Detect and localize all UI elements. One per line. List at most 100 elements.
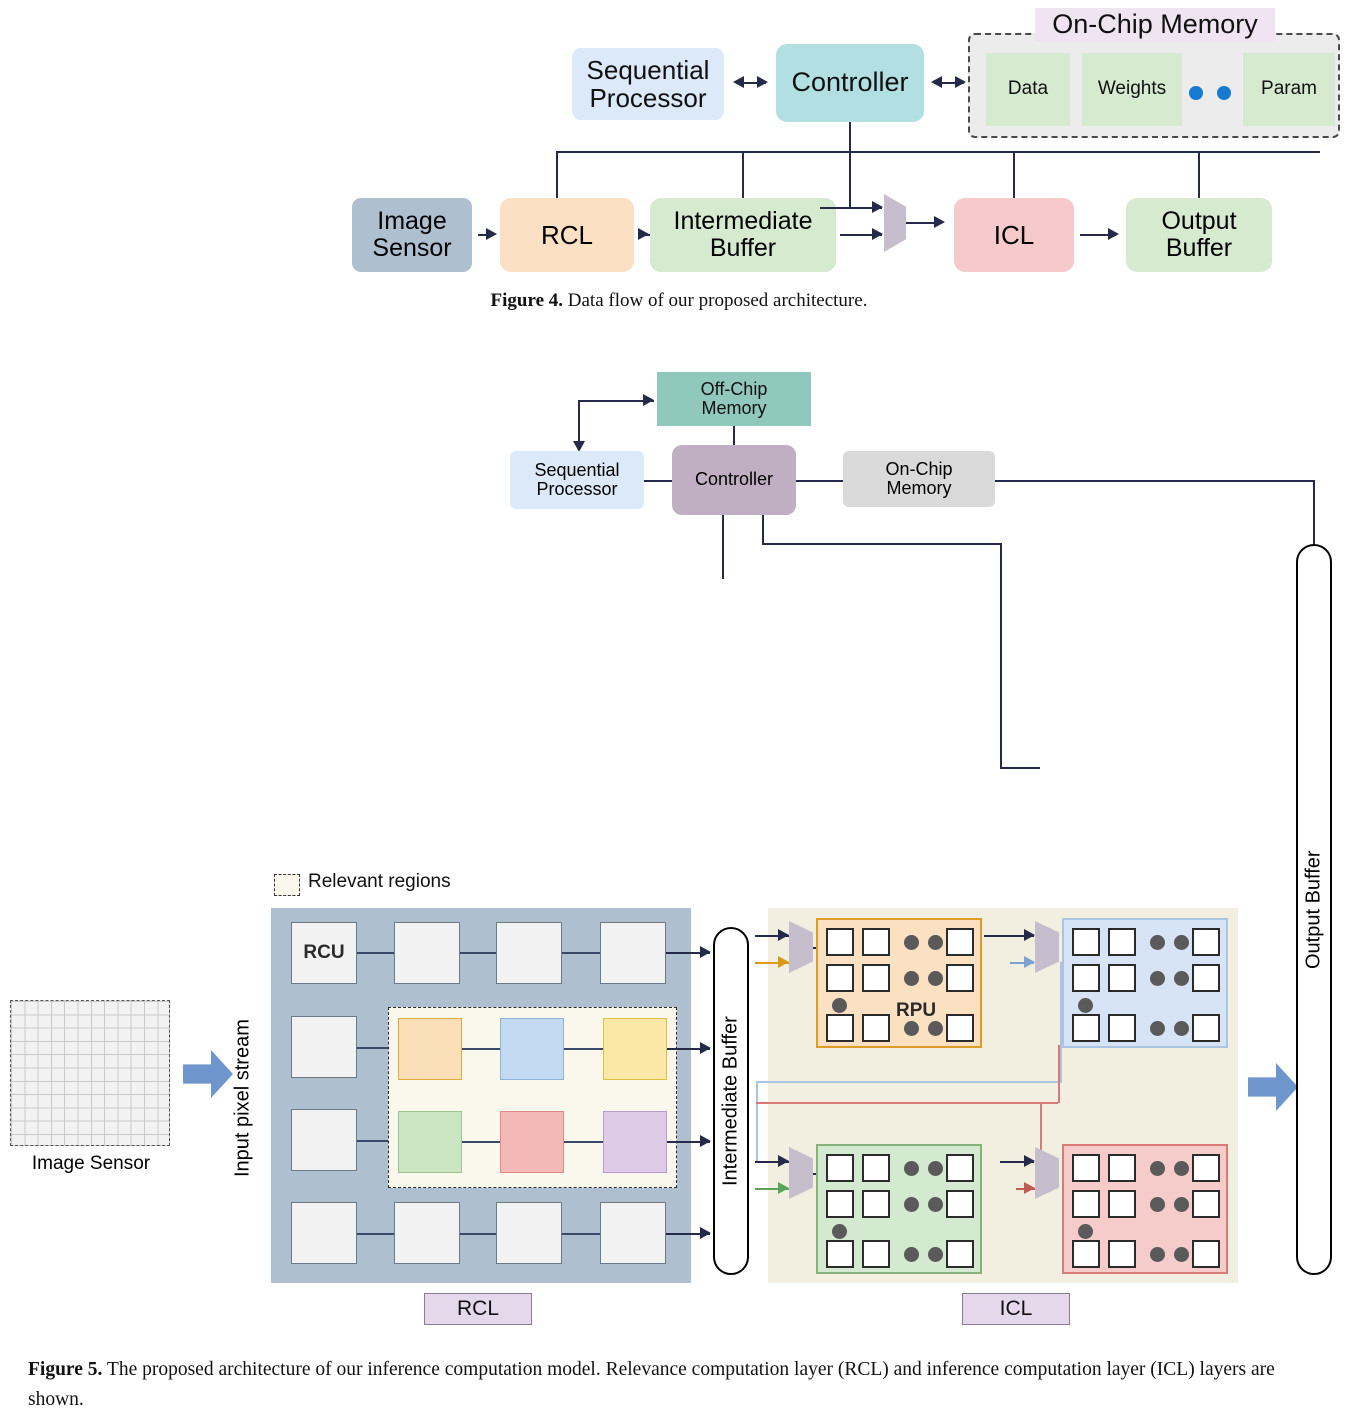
f5-on-chip-memory-block[interactable]: On-Chip Memory (843, 451, 995, 507)
f5-wire-seq-controller (644, 480, 672, 482)
pe-cell[interactable] (1072, 1240, 1100, 1268)
pe-cell[interactable] (1072, 1154, 1100, 1182)
pe-cell[interactable] (1108, 1190, 1136, 1218)
rcu-cell-r1c1[interactable]: RCU (291, 922, 357, 984)
f4-output-buffer-block[interactable]: Output Buffer (1126, 198, 1272, 272)
f4-icl-block[interactable]: ICL (954, 198, 1074, 272)
f5-wire-icl-bus-right (1000, 543, 1002, 769)
pe-cell[interactable] (1072, 964, 1100, 992)
pe-cell[interactable] (946, 1240, 974, 1268)
f5-wire-blue-mux2 (1010, 962, 1034, 964)
pe-cell[interactable] (826, 1240, 854, 1268)
pe-ellipsis-dot (1174, 1247, 1189, 1262)
f4-rcl-label: RCL (540, 219, 593, 250)
rcu-link-r4-3 (562, 1233, 600, 1235)
pe-cell[interactable] (1072, 1190, 1100, 1218)
rcu-cell-r4c3[interactable] (496, 1202, 562, 1264)
f4-memory-data[interactable]: Data (986, 53, 1070, 126)
pe-cell[interactable] (946, 1190, 974, 1218)
pe-cell[interactable] (862, 1154, 890, 1182)
relevant-cell-blue[interactable] (500, 1018, 564, 1080)
relevant-cell-purple[interactable] (603, 1111, 667, 1173)
rcu-cell-r1c2[interactable] (394, 922, 460, 984)
pe-cell[interactable] (862, 964, 890, 992)
f4-sequential-processor-block[interactable]: Sequential Processor (572, 48, 724, 120)
pe-ellipsis-dot (1150, 935, 1165, 950)
f5-off-chip-memory-label: Off-Chip Memory (700, 378, 768, 418)
f4-wire-buf-mux (840, 234, 882, 236)
pe-cell[interactable] (826, 1190, 854, 1218)
f5-arrowhead-mux4-top (1024, 1155, 1035, 1167)
tag-rcl: RCL (424, 1293, 532, 1325)
relevant-cell-yellow[interactable] (603, 1018, 667, 1080)
f4-wire-icl-out (1080, 234, 1116, 236)
rcu-cell-r4c1[interactable] (291, 1202, 357, 1264)
pe-cell[interactable] (1192, 964, 1220, 992)
pe-cell[interactable] (1192, 1190, 1220, 1218)
rcu-cell-r4c4[interactable] (600, 1202, 666, 1264)
pe-cell[interactable] (862, 1240, 890, 1268)
f4-bus-drop-outbuf (1198, 151, 1200, 199)
f4-memory-param[interactable]: Param (1243, 53, 1335, 126)
pe-cell[interactable] (946, 928, 974, 956)
pe-ellipsis-dot (904, 935, 919, 950)
f5-controller-block[interactable]: Controller (672, 445, 796, 515)
f4-memory-weights[interactable]: Weights (1082, 53, 1182, 126)
f5-wire-buf-mux1-bot (755, 962, 789, 964)
f5-route-red-down (1058, 1045, 1060, 1103)
pe-cell[interactable] (826, 1014, 854, 1042)
rcu-link-r3-1 (357, 1140, 391, 1142)
pe-cell[interactable] (826, 1154, 854, 1182)
f4-arrowhead-mux-icl (934, 216, 945, 228)
rcu-cell-r1c4[interactable] (600, 922, 666, 984)
pe-ellipsis-dot (832, 1224, 847, 1239)
pe-cell[interactable] (946, 964, 974, 992)
pe-cell[interactable] (1108, 1014, 1136, 1042)
f5-wire-controller-down-buffer (722, 515, 724, 579)
rcu-cell-r4c2[interactable] (394, 1202, 460, 1264)
f4-intermediate-buffer-block[interactable]: Intermediate Buffer (650, 198, 836, 272)
pe-cell[interactable] (946, 1014, 974, 1042)
rcu-cell-r1c3[interactable] (496, 922, 562, 984)
relevant-cell-red[interactable] (500, 1111, 564, 1173)
pe-cell[interactable] (826, 964, 854, 992)
pe-cell[interactable] (1072, 928, 1100, 956)
pe-cell[interactable] (1108, 1154, 1136, 1182)
pe-cell[interactable] (1192, 928, 1220, 956)
f5-controller-label: Controller (694, 469, 774, 490)
pe-cell[interactable] (1108, 964, 1136, 992)
pe-cell[interactable] (862, 1014, 890, 1042)
f5-route-red-left (756, 1102, 1058, 1104)
pe-cell[interactable] (1072, 1014, 1100, 1042)
f5-sequential-processor-block[interactable]: Sequential Processor (510, 451, 644, 509)
pe-cell[interactable] (1192, 1154, 1220, 1182)
pe-cell[interactable] (1108, 1240, 1136, 1268)
pe-cell[interactable] (1192, 1014, 1220, 1042)
relevant-cell-orange[interactable] (398, 1018, 462, 1080)
image-sensor-grid (10, 1000, 170, 1146)
f4-wire-seq-controller (736, 82, 766, 84)
pe-cell[interactable] (862, 928, 890, 956)
pe-ellipsis-dot (904, 1161, 919, 1176)
rcu-cell-r3c1[interactable] (291, 1109, 357, 1171)
rel-link-r2-2 (564, 1048, 603, 1050)
f4-rcl-block[interactable]: RCL (500, 198, 634, 272)
legend-relevant-region-label: Relevant regions (308, 871, 451, 892)
pe-cell[interactable] (1108, 928, 1136, 956)
f4-image-sensor-block[interactable]: Image Sensor (352, 198, 472, 272)
relevant-cell-green[interactable] (398, 1111, 462, 1173)
pe-cell[interactable] (946, 1154, 974, 1182)
pe-cell[interactable] (862, 1190, 890, 1218)
f4-onchip-memory-title: On-Chip Memory (1035, 8, 1275, 42)
pe-cell[interactable] (826, 928, 854, 956)
output-buffer-block[interactable]: Output Buffer (1296, 544, 1332, 1275)
f4-bus-drop-mux (849, 151, 851, 207)
legend-relevant-region-swatch (274, 874, 300, 896)
f4-controller-block[interactable]: Controller (776, 44, 924, 122)
intermediate-buffer-block[interactable]: Intermediate Buffer (713, 927, 749, 1275)
f5-off-chip-memory-block[interactable]: Off-Chip Memory (657, 372, 811, 426)
pe-cell[interactable] (1192, 1240, 1220, 1268)
figure-4-caption: Figure 4. Data flow of our proposed arch… (0, 290, 1358, 312)
f4-output-buffer-label: Output Buffer (1161, 207, 1237, 262)
rcu-cell-r2c1[interactable] (291, 1016, 357, 1078)
